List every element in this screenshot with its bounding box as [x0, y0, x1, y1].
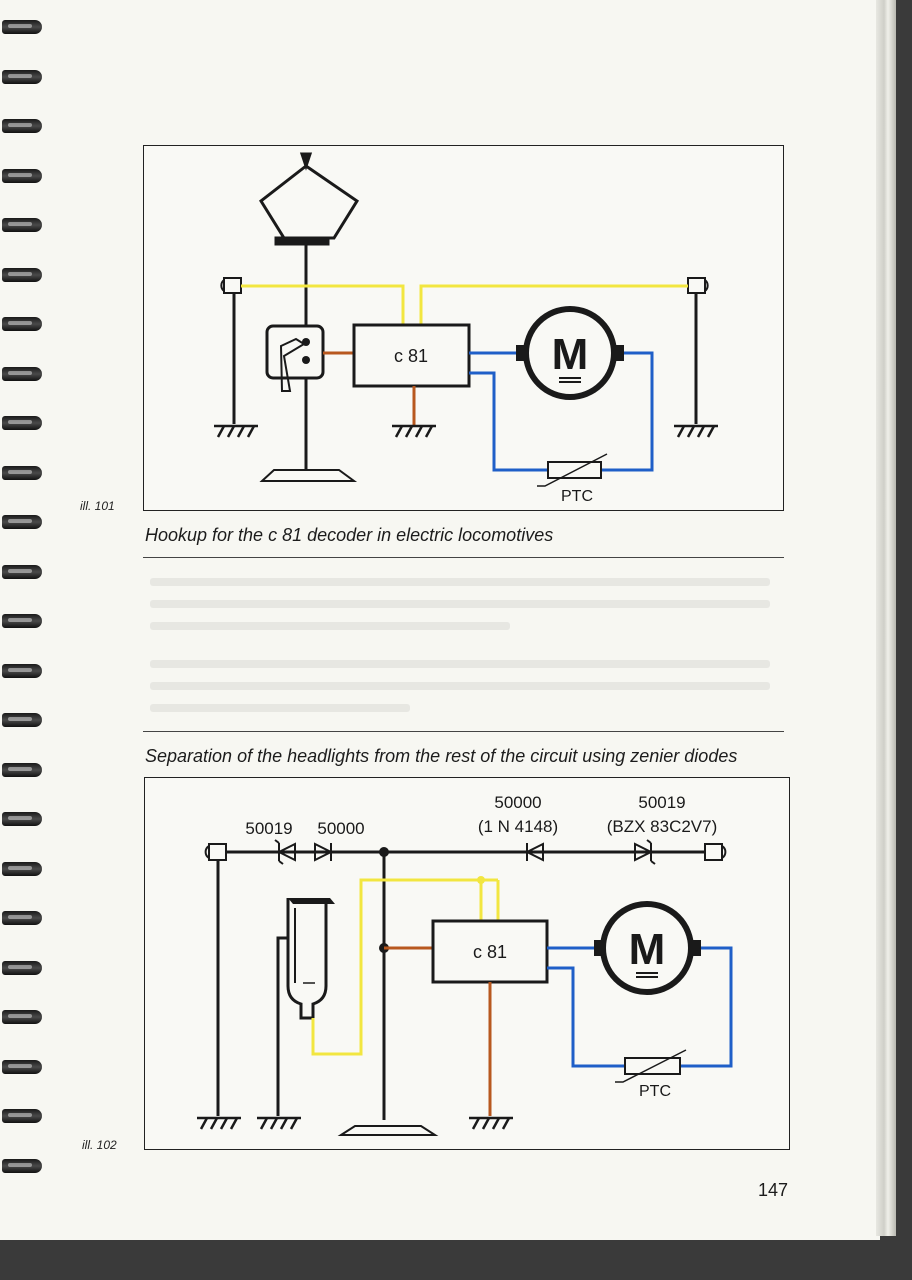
ptc-label: PTC [639, 1083, 671, 1100]
diagram-zener-separation: 50019 50000 50000 (1 N 4148) 50019 (BZX … [144, 777, 790, 1150]
diode-icon [524, 842, 544, 862]
motor: M [516, 306, 624, 400]
circuit-diagram-2: 50019 50000 50000 (1 N 4148) 50019 (BZX … [197, 793, 733, 1136]
zener-diode-icon [274, 839, 296, 865]
decoder-c81: c 81 [431, 919, 549, 984]
binding-coil [2, 1059, 42, 1074]
binding-coil [2, 1158, 42, 1173]
diode-part-label: 50019 [638, 793, 685, 812]
yellow-wire-right [419, 284, 688, 325]
headlight-left [204, 843, 227, 1116]
binding-coil [2, 515, 42, 529]
figure-label: ill. 102 [82, 1138, 117, 1152]
binding-coil [2, 416, 42, 430]
binding-coil [2, 663, 42, 678]
ptc-resistor: PTC [615, 1049, 687, 1100]
yellow-wire [311, 878, 483, 1056]
binding-coil [2, 1109, 42, 1123]
headlight-right [704, 843, 727, 861]
bleed-through-line [150, 704, 410, 712]
changeover-switch [265, 324, 325, 392]
ground-symbol [674, 424, 718, 438]
divider [143, 557, 784, 558]
spiral-binding [0, 20, 46, 1220]
headlight-right [687, 277, 709, 424]
binding-coil [2, 119, 42, 133]
ground-symbol [392, 424, 436, 438]
blue-wire-ptc-a [547, 966, 625, 1068]
ground-symbol [197, 1116, 241, 1130]
motor-label: M [552, 330, 589, 379]
binding-coil [2, 465, 42, 480]
blue-wire-ptc-b [601, 351, 654, 472]
ground-symbol [257, 1116, 301, 1130]
page-edge [876, 0, 896, 1236]
ptc-label: PTC [561, 488, 593, 505]
headlight-left [220, 277, 242, 424]
binding-coil [2, 1010, 42, 1024]
binding-coil [2, 713, 42, 727]
bleed-through-line [150, 622, 510, 630]
decoder-label: c 81 [394, 346, 428, 366]
decoder-c81: c 81 [352, 323, 471, 388]
ptc-resistor: PTC [537, 453, 608, 505]
figure-caption: Hookup for the c 81 decoder in electric … [145, 525, 554, 545]
divider [143, 731, 784, 732]
binding-coil [2, 960, 42, 975]
blue-wire-ptc-a [469, 371, 548, 472]
binding-coil [2, 564, 42, 579]
binding-coil [2, 614, 42, 628]
ground-symbol [469, 1116, 513, 1130]
binding-coil [2, 69, 42, 84]
binding-coil [2, 168, 42, 183]
pantograph [259, 152, 360, 246]
wheel-contact [259, 469, 358, 482]
diode-type-label: (BZX 83C2V7) [607, 817, 718, 836]
binding-coil [2, 317, 42, 331]
bleed-through-line [150, 578, 770, 586]
zener-diode-icon [634, 839, 656, 865]
diode-part-label: 50000 [317, 819, 364, 838]
pickup-shoe [276, 898, 335, 1116]
binding-coil [2, 911, 42, 925]
bleed-through-line [150, 682, 770, 690]
diode-icon [314, 842, 334, 862]
figure-label: ill. 101 [80, 499, 115, 513]
diagram-c81-electric-loco: c 81 M PTC [143, 145, 784, 511]
binding-coil [2, 267, 42, 282]
wheel-contact [337, 1125, 439, 1136]
yellow-wire-left [241, 284, 405, 325]
binding-coil [2, 861, 42, 876]
binding-coil [2, 218, 42, 232]
bleed-through-line [150, 600, 770, 608]
motor: M [594, 901, 701, 995]
page-number: 147 [758, 1180, 789, 1200]
diode-type-label: (1 N 4148) [478, 817, 558, 836]
bleed-through-line [150, 660, 770, 668]
binding-coil [2, 20, 42, 34]
motor-label: M [629, 925, 666, 974]
circuit-diagram-1: c 81 M PTC [214, 152, 718, 505]
binding-coil [2, 812, 42, 826]
diode-part-label: 50019 [245, 819, 292, 838]
ground-symbol [214, 424, 258, 438]
decoder-label: c 81 [473, 942, 507, 962]
binding-coil [2, 366, 42, 381]
binding-coil [2, 762, 42, 777]
blue-wire-ptc-b [680, 946, 733, 1068]
figure-caption: Separation of the headlights from the re… [145, 746, 738, 766]
diode-part-label: 50000 [494, 793, 541, 812]
